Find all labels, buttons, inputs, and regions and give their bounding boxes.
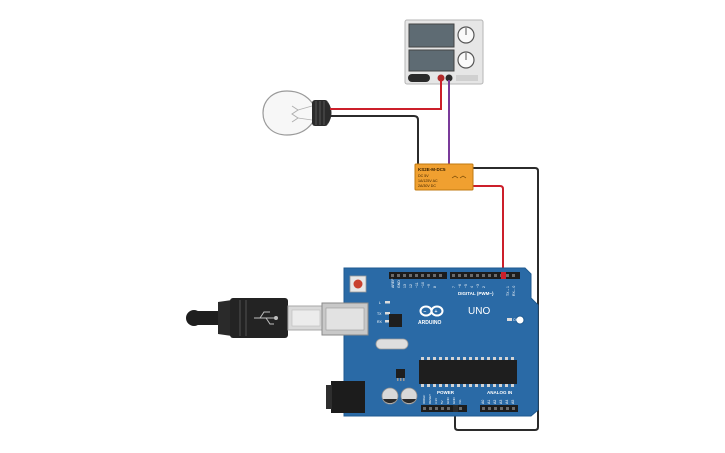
analog-header (480, 405, 518, 412)
pin-label-12: 12 (409, 284, 413, 288)
wire-bulb-to-psu-positive[interactable] (330, 80, 442, 110)
power-supply[interactable] (404, 19, 484, 85)
pin-label-a4: A4 (505, 400, 509, 404)
wire-end-gnd-pin (453, 405, 458, 412)
led-l-label: L (379, 301, 381, 305)
wires (330, 80, 539, 431)
power-switch[interactable] (408, 74, 430, 82)
pin-label-reset: RESET (428, 394, 432, 404)
led-on (507, 318, 512, 321)
analog-label: ANALOG IN (487, 390, 512, 395)
relay-title: KS2E-M-DC5 (418, 167, 446, 172)
pin-label-2: 2 (482, 286, 486, 288)
pin-label-7: 7 (452, 286, 456, 288)
relay-rating-3: 2A/30V DC (418, 184, 436, 188)
led-rx (385, 320, 390, 323)
voltage-display (408, 23, 455, 48)
pin-label-8: 8 (433, 286, 437, 288)
bulb-glass (262, 90, 314, 136)
usb-cable[interactable] (186, 298, 325, 338)
usb-icon (254, 311, 278, 325)
wire-relay-to-gnd[interactable] (454, 167, 539, 431)
aref-label: AREF (391, 279, 395, 288)
led-on-label: ON (513, 318, 519, 322)
relay-schematic-icon (451, 175, 467, 179)
bulb-filament (291, 105, 299, 123)
wire-end-digital-pin (501, 272, 506, 279)
dc-barrel-jack[interactable] (331, 381, 365, 413)
voltage-regulator (396, 369, 405, 378)
pin-label-3v3: 3.3V (434, 398, 438, 404)
digital-label: DIGITAL (PWM~) (458, 291, 494, 296)
relay[interactable]: KS2E-M-DC5 DC 5V 1A/125V AC 2A/30V DC (414, 163, 474, 191)
pin-label-a0: A0 (481, 400, 485, 404)
pin-label-5v: 5V (440, 400, 444, 404)
light-bulb[interactable] (262, 90, 332, 136)
wire-bulb-to-relay[interactable] (330, 115, 419, 166)
pin-label-tx: TX→1 (506, 286, 510, 296)
relay-rating-2: 1A/125V AC (418, 179, 438, 183)
power-label: POWER (437, 390, 455, 395)
mounting-hole (515, 315, 525, 325)
pin-label-10: ~10 (421, 282, 425, 288)
brand-label: ARDUINO (418, 320, 441, 326)
wire-relay-to-pin[interactable] (472, 185, 504, 273)
atmega-chip (419, 360, 517, 384)
svg-text:−: − (424, 309, 427, 315)
model-label: UNO (468, 306, 490, 317)
pin-label-4: 4 (470, 286, 474, 288)
pin-label-11: ~11 (415, 282, 419, 288)
negative-terminal[interactable] (445, 74, 453, 82)
pin-label-rx: RX←0 (512, 286, 516, 296)
reset-button-cap[interactable] (353, 279, 363, 289)
usb-chip (389, 314, 402, 327)
led-l (385, 301, 390, 304)
relay-rating-1: DC 5V (418, 174, 429, 178)
pin-label-a2: A2 (493, 400, 497, 404)
pin-label-a3: A3 (499, 400, 503, 404)
arduino-uno[interactable]: AREF GND 13 12 ~11 ~10 ~9 8 7 ~6 ~5 4 ~3… (321, 267, 539, 417)
current-display (408, 49, 455, 72)
pin-label-ioref: IOREF (422, 395, 426, 404)
pin-label-6: ~6 (458, 284, 462, 288)
pin-label-vin: Vin (458, 399, 462, 404)
pin-label-gnd-1: GND (446, 397, 450, 405)
led-tx (385, 312, 390, 315)
led-tx-label: TX (377, 312, 382, 316)
pin-label-5: ~5 (464, 284, 468, 288)
pin-label-gnd-2: GND (452, 397, 456, 405)
svg-text:+: + (435, 309, 438, 315)
gnd-top-label: GND (397, 280, 401, 288)
arduino-logo-icon (419, 305, 444, 317)
pin-label-a1: A1 (487, 400, 491, 404)
pin-label-a5: A5 (511, 400, 515, 404)
positive-terminal[interactable] (437, 74, 445, 82)
crystal-oscillator (375, 338, 409, 350)
led-rx-label: RX (377, 320, 383, 324)
pin-label-9: ~9 (427, 284, 431, 288)
pin-label-3: ~3 (476, 284, 480, 288)
pin-label-13: 13 (403, 284, 407, 288)
